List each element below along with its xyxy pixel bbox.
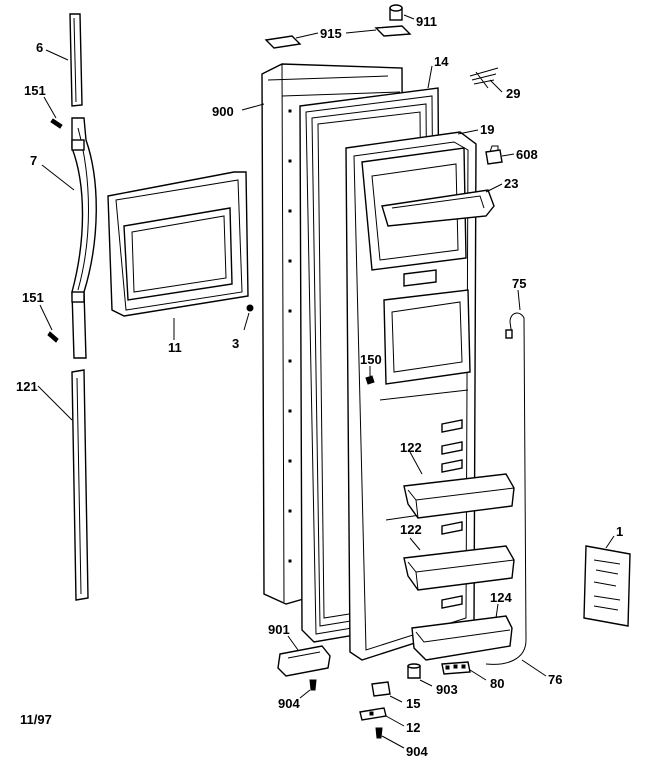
label-14: 14 xyxy=(434,54,449,69)
part-915-top-caps xyxy=(264,25,412,49)
label-900: 900 xyxy=(212,104,234,119)
part-29-wire-harness-clip xyxy=(469,67,499,89)
part-75-heater-wire xyxy=(485,312,527,665)
part-151-screw-lower xyxy=(47,331,59,343)
label-3: 3 xyxy=(232,336,239,351)
label-1: 1 xyxy=(616,524,623,539)
part-80-connector xyxy=(441,661,471,675)
label-11: 11 xyxy=(168,340,182,355)
part-121-handle-trim-bottom xyxy=(71,369,89,601)
label-122-upper: 122 xyxy=(400,440,422,455)
label-80: 80 xyxy=(490,676,504,691)
label-29: 29 xyxy=(506,86,520,101)
part-11-dispenser-frame xyxy=(107,171,249,317)
label-19: 19 xyxy=(480,122,494,137)
part-122-door-bin-upper xyxy=(403,473,515,519)
part-6-handle-trim-top xyxy=(69,13,83,107)
label-904-lower: 904 xyxy=(406,744,428,759)
label-608: 608 xyxy=(516,147,538,162)
label-75: 75 xyxy=(512,276,526,291)
label-915: 915 xyxy=(320,26,342,41)
part-23-dispenser-shelf xyxy=(381,189,495,227)
label-150: 150 xyxy=(360,352,382,367)
label-6: 6 xyxy=(36,40,43,55)
label-7: 7 xyxy=(30,153,37,168)
shell-rivet-holes xyxy=(288,109,292,563)
part-7-door-handle xyxy=(71,117,97,359)
label-904-upper: 904 xyxy=(278,696,300,711)
label-124: 124 xyxy=(490,590,512,605)
part-150-screw xyxy=(365,375,375,385)
label-903: 903 xyxy=(436,682,458,697)
part-904-screw-lower xyxy=(375,727,383,739)
label-151-upper: 151 xyxy=(24,83,46,98)
part-901-lower-hinge xyxy=(277,645,331,677)
label-15: 15 xyxy=(406,696,420,711)
part-15-hinge-pin xyxy=(371,681,391,697)
label-911: 911 xyxy=(416,14,437,29)
label-23: 23 xyxy=(504,176,518,191)
part-12-bracket xyxy=(359,707,387,721)
part-122-door-bin-lower xyxy=(403,545,515,591)
part-1-literature-card xyxy=(583,545,631,627)
label-901: 901 xyxy=(268,622,290,637)
part-124-small-bin xyxy=(411,615,513,661)
part-904-screw-upper xyxy=(309,679,317,691)
label-12: 12 xyxy=(406,720,420,735)
part-151-screw-upper xyxy=(50,118,63,129)
part-3-fastener xyxy=(246,304,254,312)
label-76: 76 xyxy=(548,672,562,687)
part-911-hinge-bushing xyxy=(389,4,403,21)
part-608-switch xyxy=(485,145,503,165)
label-151-lower: 151 xyxy=(22,290,44,305)
date-code: 11/97 xyxy=(20,712,52,727)
label-122-lower: 122 xyxy=(400,522,422,537)
label-121: 121 xyxy=(16,379,38,394)
part-903-bushing xyxy=(407,663,421,679)
